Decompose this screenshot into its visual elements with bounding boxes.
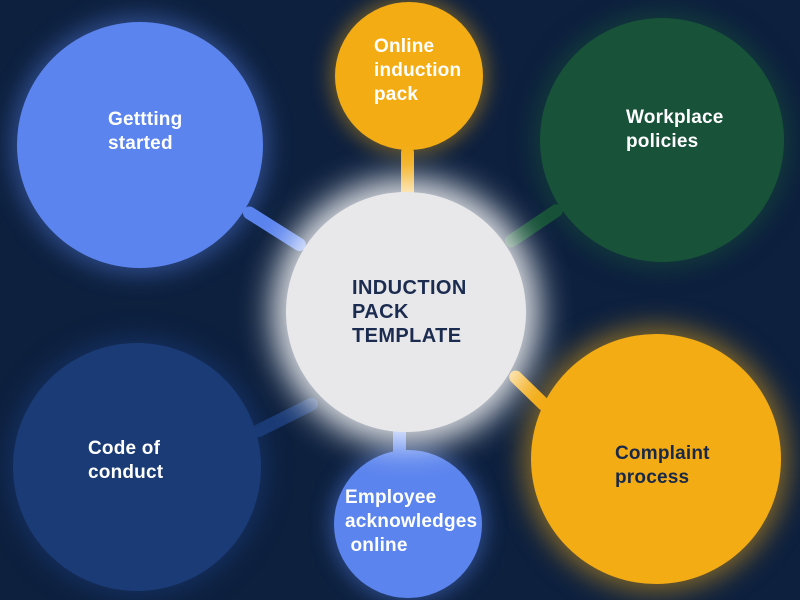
connector-getting-started (240, 204, 309, 254)
node-online-induction-pack-label: Online induction pack (374, 36, 462, 105)
node-online-induction-pack: Online induction pack (335, 2, 483, 150)
node-complaint-process: Complaint process (531, 334, 781, 584)
connector-online-induction (401, 146, 414, 204)
node-induction-pack-template: INDUCTION PACK TEMPLATE (286, 192, 526, 432)
node-induction-pack-template-label: INDUCTION PACK TEMPLATE (352, 277, 467, 347)
node-employee-acknowledges-online-label: Employee acknowledges online (345, 487, 478, 556)
node-workplace-policies-label: Workplace policies (626, 107, 724, 152)
connector-workplace-policies (502, 201, 566, 250)
node-complaint-process-label: Complaint process (615, 443, 710, 488)
node-code-of-conduct-label: Code of conduct (88, 438, 164, 483)
node-workplace-policies: Workplace policies (540, 18, 784, 262)
connector-code-of-conduct (250, 395, 321, 440)
node-employee-acknowledges-online: Employee acknowledges online (334, 450, 482, 598)
node-getting-started: Gettting started (17, 22, 263, 268)
node-getting-started-label: Gettting started (108, 109, 183, 154)
node-code-of-conduct: Code of conduct (13, 343, 261, 591)
